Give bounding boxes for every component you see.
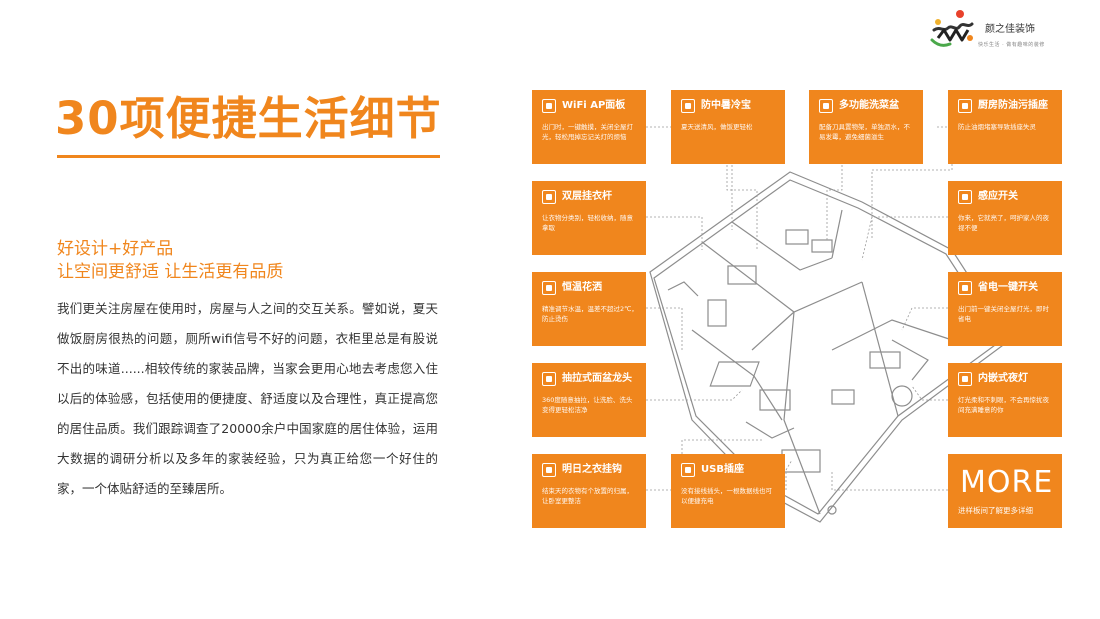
card-title: WiFi AP面板: [562, 100, 626, 111]
page-title: 30项便捷生活细节: [55, 92, 442, 145]
card-description: 灯光柔和不刺眼，不会再惊扰夜间充满睡意的你: [958, 396, 1049, 414]
cooler-icon: [681, 99, 695, 113]
logo-mark-icon: [930, 10, 974, 47]
hook-icon: [542, 463, 556, 477]
faucet-icon: [542, 372, 556, 386]
card-title: 防中暑冷宝: [701, 100, 751, 111]
subtitle-line-2: 让空间更舒适 让生活更有品质: [57, 262, 284, 282]
card-title: 省电一键开关: [978, 282, 1038, 293]
floor-plan-illustration: [642, 126, 1011, 523]
title-underline: [57, 155, 440, 158]
feature-card-night-light: 内嵌式夜灯 灯光柔和不刺眼，不会再惊扰夜间充满睡意的你: [948, 363, 1062, 437]
sensor-switch-icon: [958, 190, 972, 204]
more-description: 进样板间了解更多详细: [958, 506, 1033, 515]
brand-name: 颜之佳装饰: [985, 24, 1035, 35]
hanger-icon: [542, 190, 556, 204]
card-title: 恒温花洒: [562, 282, 602, 293]
card-description: 夏天送清风，做饭更轻松: [681, 123, 753, 131]
card-title: 抽拉式面盆龙头: [562, 373, 632, 384]
feature-card-shower: 恒温花洒 精准调节水温，温差不超过2℃，防止烫伤: [532, 272, 646, 346]
feature-card-hanger: 双层挂衣杆 让衣物分类别，轻松收纳，随意拿取: [532, 181, 646, 255]
night-light-icon: [958, 372, 972, 386]
feature-card-faucet: 抽拉式面盆龙头 360度随意抽拉，让洗脸、洗头变得更轻松洁净: [532, 363, 646, 437]
feature-card-kitchen-socket: 厨房防油污插座 防止油烟堵塞导致插座失灵: [948, 90, 1062, 164]
card-description: 防止油烟堵塞导致插座失灵: [958, 123, 1036, 131]
more-title: MORE: [960, 465, 1054, 500]
card-title: 多功能洗菜盆: [839, 100, 899, 111]
card-title: 明日之衣挂钩: [562, 464, 622, 475]
card-title: USB插座: [701, 464, 744, 475]
feature-card-wifi-ap: WiFi AP面板 出门时，一键触摸，关闭全屋灯光，轻松甩掉忘记关灯的烦恼: [532, 90, 646, 164]
feature-card-cooler: 防中暑冷宝 夏天送清风，做饭更轻松: [671, 90, 785, 164]
card-description: 精准调节水温，温差不超过2℃，防止烫伤: [542, 305, 638, 323]
brand-slogan: 快乐生活 · 做有趣味的装修: [978, 42, 1045, 48]
card-description: 出门时，一键触摸，关闭全屋灯光，轻松甩掉忘记关灯的烦恼: [542, 123, 633, 141]
brand-logo: 颜之佳装饰 快乐生活 · 做有趣味的装修: [930, 8, 1090, 52]
subtitle-line-1: 好设计+好产品: [57, 239, 174, 259]
feature-diagram: WiFi AP面板 出门时，一键触摸，关闭全屋灯光，轻松甩掉忘记关灯的烦恼 防中…: [532, 90, 1062, 530]
body-paragraph: 我们更关注房屋在使用时，房屋与人之间的交互关系。譬如说，夏天做饭厨房很热的问题，…: [57, 301, 438, 496]
usb-icon: [681, 463, 695, 477]
card-title: 厨房防油污插座: [978, 100, 1048, 111]
card-description: 配备刀具置物架，单独沥水，不易发霉，避免细菌滋生: [819, 123, 910, 141]
card-description: 你来，它就亮了，呵护家人的夜视不便: [958, 214, 1049, 232]
more-card[interactable]: MORE 进样板间了解更多详细: [948, 454, 1062, 528]
card-title: 内嵌式夜灯: [978, 373, 1028, 384]
feature-card-sink: 多功能洗菜盆 配备刀具置物架，单独沥水，不易发霉，避免细菌滋生: [809, 90, 923, 164]
sink-icon: [819, 99, 833, 113]
socket-icon: [958, 99, 972, 113]
card-description: 出门前一键关闭全屋灯光，即时省电: [958, 305, 1049, 323]
card-title: 感应开关: [978, 191, 1018, 202]
card-description: 让衣物分类别，轻松收纳，随意拿取: [542, 214, 633, 232]
shower-icon: [542, 281, 556, 295]
feature-card-hook: 明日之衣挂钩 结束天的衣物有个放置的归属，让卧室更整洁: [532, 454, 646, 528]
card-description: 结束天的衣物有个放置的归属，让卧室更整洁: [542, 487, 633, 505]
feature-card-usb-socket: USB插座 没有接线插头，一根数据线也可以便捷充电: [671, 454, 785, 528]
feature-card-power-switch: 省电一键开关 出门前一键关闭全屋灯光，即时省电: [948, 272, 1062, 346]
card-description: 360度随意抽拉，让洗脸、洗头变得更轻松洁净: [542, 396, 633, 414]
feature-card-sensor-switch: 感应开关 你来，它就亮了，呵护家人的夜视不便: [948, 181, 1062, 255]
card-description: 没有接线插头，一根数据线也可以便捷充电: [681, 487, 772, 505]
card-title: 双层挂衣杆: [562, 191, 612, 202]
wifi-panel-icon: [542, 99, 556, 113]
power-switch-icon: [958, 281, 972, 295]
